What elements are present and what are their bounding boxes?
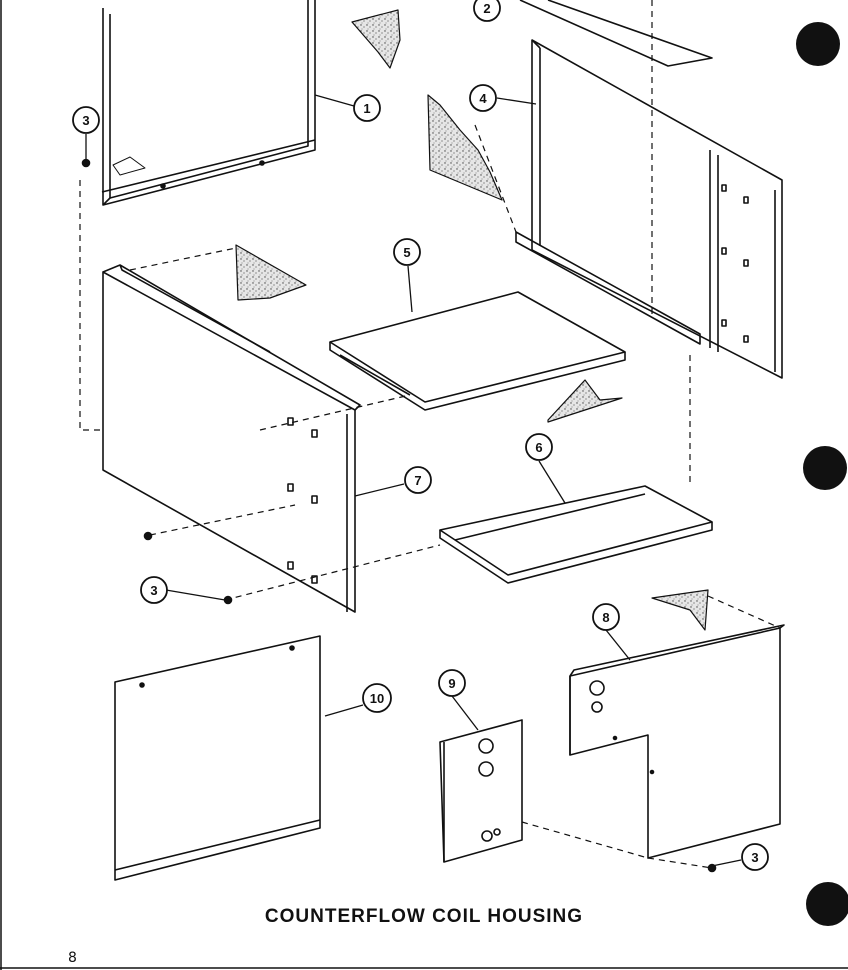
screws [81, 158, 717, 873]
svg-text:3: 3 [82, 113, 89, 128]
svg-text:3: 3 [150, 583, 157, 598]
callout-6: 6 [525, 433, 553, 461]
svg-text:6: 6 [535, 440, 542, 455]
callout-1: 1 [353, 94, 381, 122]
callout-4: 4 [469, 84, 497, 112]
screw-3 [223, 595, 233, 605]
callout-9: 9 [438, 669, 466, 697]
assembly-guide-lines [79, 0, 781, 869]
callout-2: 2 [473, 0, 501, 22]
page-number: 8 [68, 950, 77, 966]
callout-8: 8 [592, 603, 620, 631]
screw-4 [707, 863, 717, 873]
svg-text:9: 9 [448, 676, 455, 691]
screw-1 [81, 158, 91, 168]
svg-text:8: 8 [602, 610, 609, 625]
part-4-back-panel [515, 39, 783, 379]
part-8-side-panel [569, 624, 785, 859]
callout-leaders [85, 94, 742, 867]
part-10-access-panel [114, 635, 321, 881]
callouts: 1 2 3 4 5 6 7 3 [72, 0, 769, 871]
svg-text:5: 5 [403, 245, 410, 260]
callout-3-bottom: 3 [741, 843, 769, 871]
insulation-pad-back [427, 94, 503, 201]
part-1-side-panel [101, 0, 316, 206]
part-7-main-panel [102, 264, 361, 613]
svg-text:4: 4 [479, 91, 487, 106]
svg-text:1: 1 [363, 101, 370, 116]
svg-text:2: 2 [483, 1, 490, 16]
svg-text:7: 7 [414, 473, 421, 488]
svg-text:3: 3 [751, 850, 758, 865]
insulation-pad-top [351, 9, 401, 69]
part-5-shelf [329, 291, 626, 411]
binder-hole-middle [803, 446, 847, 490]
binder-hole-top [796, 22, 840, 66]
insulation-pad-side [235, 244, 307, 301]
callout-5: 5 [393, 238, 421, 266]
callout-3-top: 3 [72, 106, 100, 134]
part-6-tray [439, 485, 713, 584]
callout-7: 7 [404, 466, 432, 494]
binder-hole-bottom [806, 882, 848, 926]
screw-2 [143, 531, 153, 541]
part-2-top-panel [519, 0, 713, 67]
binder-holes [796, 22, 848, 926]
callout-10: 10 [362, 683, 392, 713]
part-9-plate [439, 719, 523, 863]
diagram-title: COUNTERFLOW COIL HOUSING [264, 906, 584, 927]
insulation-pad-shelf [547, 379, 623, 423]
svg-text:10: 10 [370, 691, 384, 706]
callout-3-middle: 3 [140, 576, 168, 604]
insulation-pad-lower [651, 589, 709, 631]
